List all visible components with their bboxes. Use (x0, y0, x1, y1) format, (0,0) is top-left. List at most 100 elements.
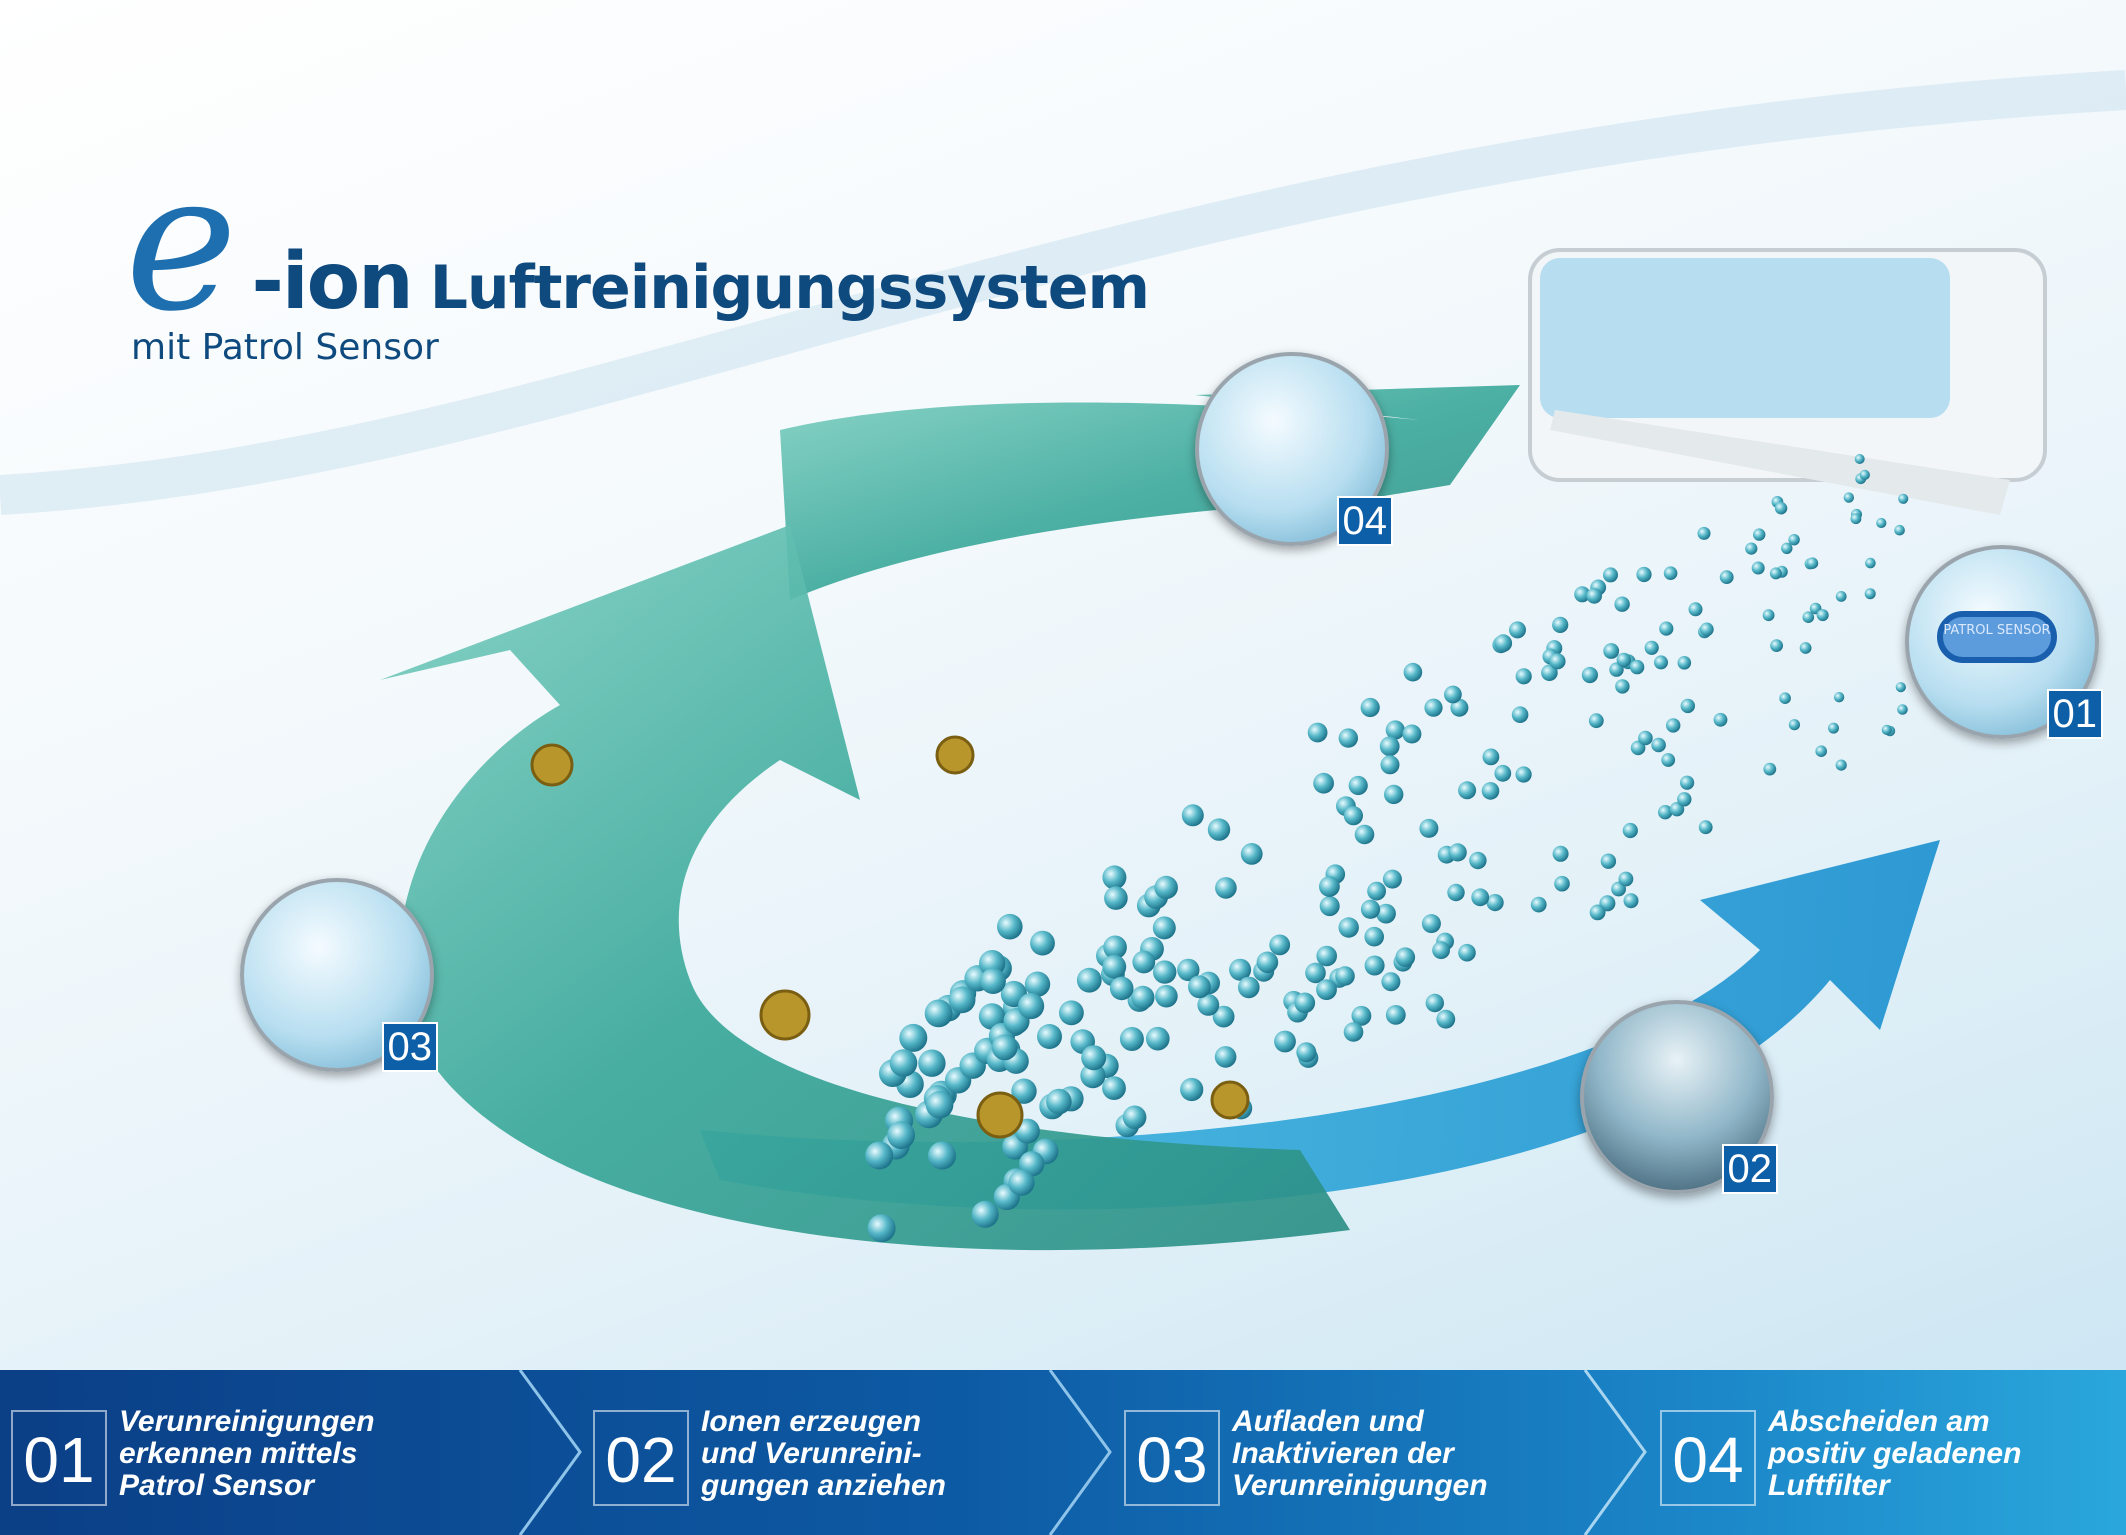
ion-particle (1603, 643, 1620, 659)
ion-particle (1424, 698, 1443, 717)
step-line: Verunreinigungen (119, 1405, 375, 1438)
ion-particle (918, 1049, 946, 1077)
logo-e: e (125, 132, 238, 353)
ion-particle (1360, 899, 1381, 919)
ion-particle (1835, 759, 1847, 771)
ion-particle (1131, 985, 1155, 1010)
step-line: Inaktivieren der (1232, 1437, 1454, 1470)
ion-particle (1316, 945, 1337, 967)
contaminant-particles (530, 735, 1250, 1139)
ion-particle (1897, 704, 1908, 715)
ion-particle (1444, 685, 1462, 704)
ion-particle (1854, 454, 1865, 464)
ion-particle (1102, 954, 1127, 979)
badge-number: 02 (1721, 1144, 1778, 1194)
ion-particle (1212, 1005, 1235, 1028)
step-description: Aufladen und Inaktivieren der Verunreini… (1232, 1406, 1562, 1502)
ion-particle (1379, 736, 1400, 757)
ion-particle (971, 1200, 999, 1228)
ion-particle (1698, 820, 1713, 835)
ion-particle (1494, 764, 1512, 782)
ion-particle (1600, 853, 1617, 869)
ion-particle (1313, 772, 1334, 794)
step-line: Aufladen und (1232, 1405, 1424, 1438)
ion-particle (1622, 822, 1638, 839)
ion-particle (1828, 722, 1839, 734)
ion-particle (1770, 639, 1783, 652)
ion-particle (1616, 652, 1632, 668)
ion-particle (1385, 720, 1405, 740)
ion-particle (1876, 517, 1887, 529)
ion-particle (1699, 622, 1714, 637)
ion-particle (1471, 888, 1490, 907)
ion-particle (1382, 869, 1402, 889)
ion-particle (1781, 542, 1793, 554)
ion-particle (1367, 881, 1386, 901)
ion-particle (1109, 976, 1134, 1001)
ion-particle (1651, 737, 1666, 753)
chevron-icon (1048, 1370, 1112, 1535)
chevron-icon (1583, 1370, 1647, 1535)
ion-particle (1659, 621, 1674, 636)
ion-particle (1155, 984, 1178, 1008)
ion-particle (1385, 1005, 1406, 1025)
ion-particle (1481, 782, 1500, 800)
ion-particle (1638, 730, 1653, 746)
ion-particle (1364, 926, 1384, 947)
ion-particle (1864, 588, 1876, 600)
ion-particle (1806, 557, 1819, 569)
step-line: Ionen erzeugen (701, 1405, 922, 1438)
ion-particle (1046, 1088, 1072, 1115)
ion-particle (1636, 566, 1652, 583)
ion-particle (889, 1049, 918, 1077)
ion-particle (1509, 621, 1526, 639)
ion-particle (1511, 706, 1529, 723)
step-line: Verunreinigungen (1232, 1469, 1488, 1502)
ion-particle (980, 968, 1006, 994)
ion-particle (1256, 951, 1279, 974)
ion-particle (1603, 567, 1618, 583)
ion-particle (1762, 609, 1775, 622)
ion-particle (1895, 682, 1906, 693)
ion-particle (1011, 1078, 1037, 1104)
step-line: Luftfilter (1768, 1469, 1890, 1502)
ion-particle (1677, 656, 1692, 670)
step-line: gungen anziehen (701, 1469, 947, 1502)
ion-particle (1102, 865, 1127, 890)
ion-particle (1338, 917, 1359, 938)
ion-particle (1240, 843, 1263, 865)
badge-01: PATROL SENSOR 01 (1905, 545, 2103, 739)
step-description: Verunreinigungen erkennen mittels Patrol… (119, 1406, 449, 1502)
ion-particle (1843, 492, 1855, 503)
patrol-sensor-label: PATROL SENSOR (1937, 611, 2057, 663)
ion-particle (1419, 818, 1439, 838)
ion-particle (991, 1034, 1018, 1061)
ion-particle (1623, 893, 1639, 909)
ion-particle (1745, 542, 1758, 555)
page-title: Luftreinigungssystem (429, 253, 1150, 323)
ion-particle (1713, 712, 1728, 727)
ion-particle (1589, 904, 1606, 921)
ion-particle (1024, 971, 1051, 997)
ion-particle (1799, 642, 1812, 654)
ion-particle (867, 1214, 896, 1243)
ion-particle (1881, 724, 1892, 736)
ion-particle (997, 913, 1023, 940)
steps-bar: 01 Verunreinigungen erkennen mittels Pat… (0, 1370, 2126, 1535)
ion-particle (1697, 526, 1711, 540)
chevron-icon (518, 1370, 582, 1535)
ion-particle (1680, 775, 1695, 790)
ion-particle (1294, 992, 1316, 1014)
page-header: e -ion Luftreinigungssystem mit Patrol S… (125, 132, 1150, 367)
ion-particle (1119, 1027, 1144, 1051)
ion-particle (1751, 561, 1765, 575)
ion-particle (1335, 966, 1355, 986)
ion-particle (1802, 611, 1815, 623)
ion-particle (1654, 655, 1668, 670)
ion-particle (1348, 775, 1368, 796)
ion-particle (865, 1141, 894, 1170)
ion-particle (1515, 668, 1532, 685)
ion-particle (1447, 883, 1465, 902)
ion-particle (1859, 469, 1870, 480)
ion-particle (1188, 975, 1211, 999)
